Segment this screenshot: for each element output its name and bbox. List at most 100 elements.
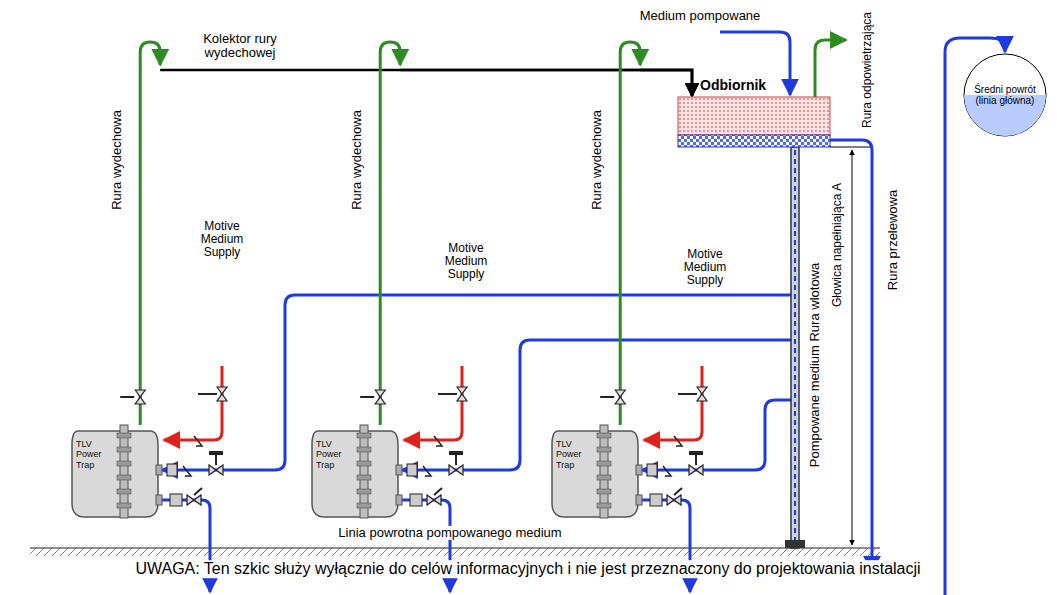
floor-line	[30, 547, 880, 549]
exhaust-header	[400, 70, 692, 96]
valve-handwheel	[689, 451, 703, 455]
strainer-symbol	[183, 466, 191, 476]
exhaust-connector	[380, 42, 692, 425]
flange-bolt	[117, 503, 131, 508]
power-trap: TLV Power Trap	[550, 425, 640, 518]
receiver-tank: Odbiornik	[678, 97, 830, 147]
vertical-pipe-label: Rura wydechowa	[350, 110, 364, 210]
outlet-nozzle	[396, 495, 402, 505]
strainer-symbol	[674, 436, 682, 446]
strainer-symbol	[423, 466, 431, 476]
power-trap: TLV Power Trap	[70, 425, 160, 518]
node-label: TLV Power Trap	[556, 439, 594, 470]
flange-bolt	[357, 461, 371, 466]
pipe-support	[785, 540, 805, 548]
valve-symbol	[697, 387, 707, 401]
receiver-vapor-space	[678, 97, 830, 135]
node-label: TLV Power Trap	[76, 439, 114, 470]
union-symbol	[647, 464, 657, 476]
valve-handwheel	[449, 451, 463, 455]
steam-pipe	[644, 366, 702, 440]
exhaust-header	[640, 70, 692, 96]
vertical-pipe-label: Rura wydechowa	[110, 110, 124, 210]
valve-symbol	[667, 495, 681, 505]
node-label: TLV Power Trap	[316, 439, 354, 470]
flange-bolt	[597, 503, 611, 508]
outlet-nozzle	[156, 495, 162, 505]
receiver-liquid	[678, 135, 830, 147]
trap-body	[552, 431, 638, 517]
strainer-symbol	[663, 466, 671, 476]
valve-symbol	[135, 390, 145, 404]
trap-body	[312, 431, 398, 517]
pipe-label: Motive Medium Supply	[674, 248, 736, 288]
flange-bolt	[597, 489, 611, 494]
valve-symbol	[209, 465, 223, 475]
steam-pipe	[164, 366, 222, 440]
flange-bolt	[117, 461, 131, 466]
discharge-pipe	[642, 500, 690, 592]
circle-outline	[964, 54, 1046, 136]
flange-bolt	[597, 447, 611, 452]
valve-handle	[438, 393, 457, 395]
vent-pipe	[815, 40, 846, 97]
vertical-pipe-label: Rura przelewowa	[886, 190, 900, 290]
motive-supply-pipe	[402, 340, 797, 470]
vertical-pipe-label: Pompowane medium Rura wlotowa	[808, 263, 822, 467]
inlet-nozzle	[156, 465, 162, 475]
valve-symbol	[449, 465, 463, 475]
floor-hatch	[30, 548, 880, 556]
flange-bolt	[597, 475, 611, 480]
pipe-label: Motive Medium Supply	[191, 220, 253, 260]
power-trap-outline	[550, 425, 640, 518]
valve-symbol	[615, 390, 625, 404]
flange-bolt	[357, 503, 371, 508]
node-label: Średni powrót (linia główna)	[969, 84, 1041, 107]
valve-handle	[678, 393, 697, 395]
exhaust-header	[160, 70, 692, 96]
power-trap: TLV Power Trap	[310, 425, 400, 518]
check-valve-symbol	[410, 494, 422, 506]
valve-handle	[434, 488, 442, 495]
discharge-pipe	[162, 500, 210, 592]
dimension-line	[852, 150, 853, 545]
valve-symbol	[457, 387, 467, 401]
flange-bolt	[597, 461, 611, 466]
valve-handle	[198, 393, 217, 395]
valve-handle	[360, 396, 374, 398]
motive-supply-pipe	[642, 400, 797, 470]
pipe-label: Linia powrotna pompowanego medium	[335, 526, 564, 540]
node-label: Odbiornik	[700, 77, 766, 93]
power-trap-outline	[70, 425, 160, 518]
pipe-label: Kolektor rury wydechowej	[185, 32, 295, 61]
flange-bolt	[357, 447, 371, 452]
pipe-label: Medium pompowane	[640, 9, 761, 23]
pipe-label: Motive Medium Supply	[435, 242, 497, 282]
motive-supply-pipe	[162, 295, 797, 470]
return-line-circle: Średni powrót (linia główna)	[963, 53, 1047, 137]
flange-bolt	[117, 447, 131, 452]
pipe-label: UWAGA: Ten szkic służy wyłącznie do celó…	[132, 560, 923, 578]
check-valve-symbol	[650, 494, 662, 506]
strainer-symbol	[194, 436, 202, 446]
inlet-pipe	[791, 147, 799, 548]
flange-bolt	[357, 489, 371, 494]
valve-stem	[455, 455, 457, 465]
flange-bolt	[117, 433, 131, 438]
flange-bolt	[357, 475, 371, 480]
union-symbol	[167, 464, 177, 476]
valve-stem	[215, 455, 217, 465]
strainer-symbol	[434, 436, 442, 446]
vertical-pipe-label: Rura wydechowa	[590, 110, 604, 210]
valve-symbol	[689, 465, 703, 475]
inlet-nozzle	[636, 465, 642, 475]
outlet-nozzle	[636, 495, 642, 505]
valve-handwheel	[209, 451, 223, 455]
flange-bolt	[117, 489, 131, 494]
dimension-tick	[830, 147, 870, 148]
power-trap-outline	[310, 425, 400, 518]
valve-stem	[695, 455, 697, 465]
inlet-pipe-flow	[794, 150, 796, 546]
union-symbol	[407, 464, 417, 476]
valve-handle	[674, 488, 682, 495]
